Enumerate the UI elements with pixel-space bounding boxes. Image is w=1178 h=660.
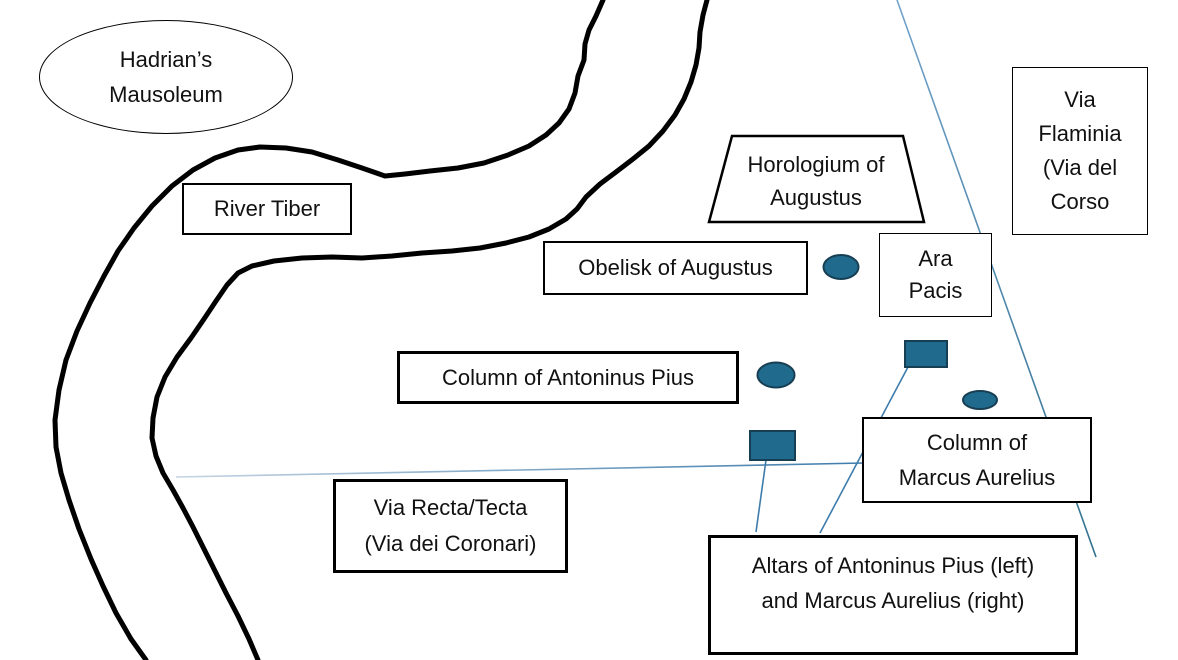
- label-line: Mausoleum: [109, 82, 223, 107]
- label-ara-pacis: Ara Pacis: [879, 233, 992, 317]
- label-line: Augustus: [770, 185, 862, 210]
- label-line: Flaminia: [1038, 121, 1122, 146]
- label-via-flaminia: Via Flaminia (Via del Corso: [1012, 67, 1148, 235]
- label-via-recta-tecta: Via Recta/Tecta (Via dei Coronari): [333, 479, 568, 573]
- label-altars: Altars of Antoninus Pius (left) and Marc…: [708, 535, 1078, 655]
- altar-antoninus-callout-line: [755, 459, 767, 533]
- label-line: Hadrian’s: [119, 47, 213, 72]
- altar-marcus-marker: [904, 340, 948, 368]
- river-tiber-east-bank: [149, 0, 710, 660]
- label-line: (Via del: [1042, 155, 1118, 180]
- river-tiber-west-bank: [52, 0, 606, 660]
- label-horologium: Horologium of Augustus: [716, 146, 916, 216]
- label-line: Corso: [1050, 189, 1110, 214]
- label-line: Pacis: [908, 278, 963, 303]
- label-line: Altars of Antoninus Pius (left): [751, 553, 1035, 578]
- column-antoninus-marker: [756, 361, 796, 389]
- label-line: Obelisk of Augustus: [578, 255, 773, 280]
- label-column-marcus-aurelius: Column of Marcus Aurelius: [862, 417, 1092, 503]
- altar-antoninus-marker: [749, 430, 796, 461]
- column-marcus-marker: [962, 390, 998, 410]
- label-line: Column of: [926, 430, 1028, 455]
- label-line: Horologium of: [747, 152, 885, 177]
- label-line: Marcus Aurelius: [898, 465, 1056, 490]
- label-line: (Via dei Coronari): [364, 531, 537, 556]
- label-column-antoninus-pius: Column of Antoninus Pius: [397, 351, 739, 404]
- obelisk-marker: [822, 254, 860, 280]
- label-hadrians-mausoleum: Hadrian’s Mausoleum: [39, 20, 293, 134]
- label-line: and Marcus Aurelius (right): [761, 588, 1025, 613]
- via-recta-road-line: [175, 462, 865, 478]
- horologium-shape: [707, 134, 926, 224]
- label-line: Via: [1064, 87, 1096, 112]
- label-line: River Tiber: [213, 196, 321, 221]
- label-line: Column of Antoninus Pius: [442, 364, 694, 390]
- label-obelisk: Obelisk of Augustus: [543, 241, 808, 295]
- label-river-tiber: River Tiber: [182, 183, 352, 235]
- label-line: Ara: [918, 246, 953, 271]
- label-line: Via Recta/Tecta: [373, 495, 528, 520]
